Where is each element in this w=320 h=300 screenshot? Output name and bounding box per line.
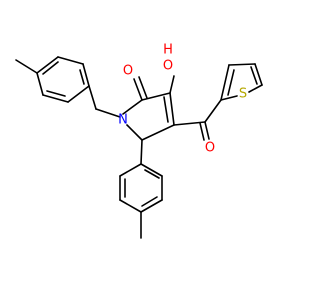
bond-tolA-methyl: [15, 59, 38, 74]
bond-tolA-2-3-double: [46, 90, 66, 97]
bond-tolA-4-5: [36, 56, 59, 74]
bond-tolB-1-2-double: [144, 169, 160, 179]
bond-tolA-2-3: [42, 94, 69, 103]
bond-ch2-ring: [88, 85, 97, 110]
bond-c5-tolB: [140, 139, 143, 165]
bond-c5-n: [126, 124, 143, 141]
bond-th-c2-s: [220, 95, 238, 101]
atom-lactam-oxygen: O: [123, 64, 133, 79]
bond-c3-c4-double: [163, 96, 169, 123]
bond-th-c5-c4: [254, 63, 263, 86]
bond-c3-c4: [169, 92, 175, 126]
bond-c2-o-a: [133, 78, 143, 101]
atom-thiophene-sulfur: S: [239, 87, 247, 102]
bond-cco-thiophene: [204, 99, 222, 123]
bond-cco-o-b: [199, 122, 205, 141]
bond-th-c3-c2: [220, 64, 230, 101]
bond-c2-o-b: [138, 76, 148, 99]
bond-tolA-4-5-double: [42, 61, 59, 75]
bond-c3-oh: [169, 75, 175, 94]
bond-cco-o-a: [204, 121, 210, 140]
atom-ring-nitrogen: N: [118, 113, 128, 128]
bond-tolA-5-6: [57, 56, 84, 65]
atom-labels: O H O O N S: [118, 43, 247, 156]
bond-tolB-3-4: [140, 199, 163, 213]
molecule-diagram: O H O O N S: [0, 0, 300, 300]
atom-ketone-oxygen: O: [205, 141, 215, 156]
bond-c2-c3: [141, 92, 171, 101]
bond-tolB-1-2: [140, 163, 163, 177]
bond-tolA-6-1-double: [79, 69, 85, 85]
bond-th-c3-c2-double: [227, 69, 235, 96]
bond-n-c2: [122, 99, 143, 115]
bond-th-c5-c4-double: [250, 66, 258, 85]
bond-tolB-3-4-double: [141, 196, 158, 207]
atom-hydroxyl-oxygen: O: [163, 59, 173, 74]
atom-hydroxyl-hydrogen: H: [163, 43, 173, 58]
bond-tolA-1-2: [67, 85, 90, 103]
bond-tolA-3-4: [36, 72, 44, 96]
bond-th-c4-c3: [228, 63, 256, 66]
bond-tolB-6-1: [119, 163, 142, 177]
background: [0, 0, 300, 300]
bond-th-s-c5: [248, 84, 263, 93]
bond-tolB-4-5: [119, 199, 142, 213]
bond-c4-c5: [141, 124, 175, 141]
bond-n-ch2: [95, 108, 121, 118]
bonds: [15, 56, 263, 239]
bond-tolA-6-1: [82, 63, 90, 87]
